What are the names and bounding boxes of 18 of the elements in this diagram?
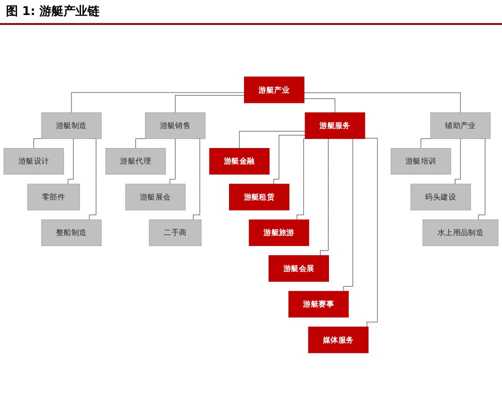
connector xyxy=(273,135,306,184)
connector xyxy=(239,131,306,149)
connector xyxy=(320,138,330,256)
connector xyxy=(135,138,147,149)
connector xyxy=(89,138,96,220)
connector xyxy=(304,98,336,113)
figure-title: 图 1: 游艇产业链 xyxy=(0,0,502,25)
connector xyxy=(478,138,486,220)
connector xyxy=(174,95,244,113)
connector xyxy=(343,138,354,292)
connector xyxy=(170,138,176,184)
connector xyxy=(68,138,74,184)
connector xyxy=(71,92,244,113)
connector xyxy=(454,138,461,184)
connector xyxy=(364,138,378,328)
connector xyxy=(304,92,461,113)
connector xyxy=(420,138,432,149)
connector xyxy=(192,138,200,220)
